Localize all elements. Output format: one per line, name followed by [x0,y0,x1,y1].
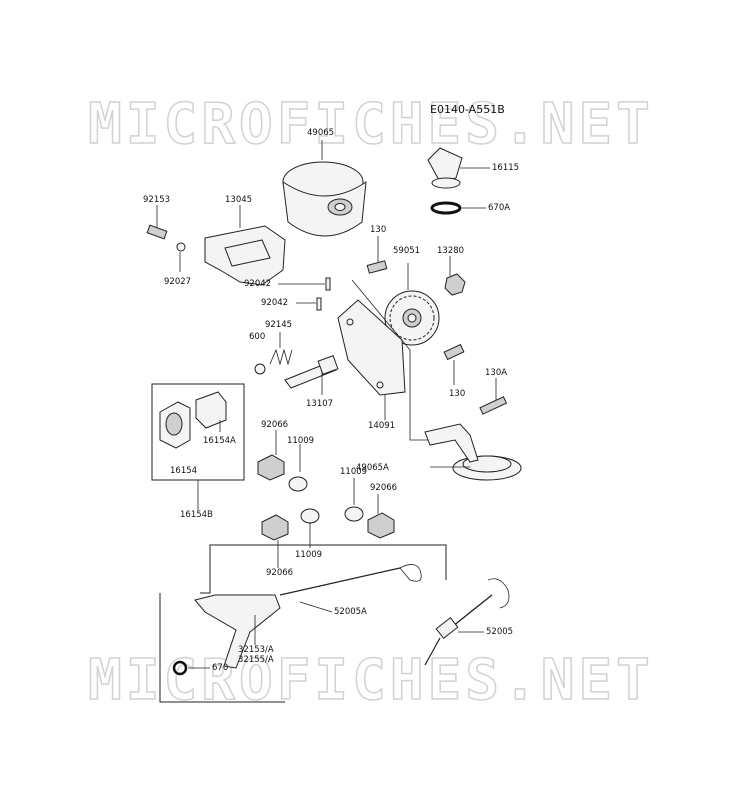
bracket-drawing [146,205,286,286]
part-label: 49065 [307,128,335,138]
part-label: 670 [212,663,229,673]
part-label: 130A [485,368,508,378]
part-label: 92066 [370,483,398,493]
diagram-reference-code: E0140-A551B [430,103,505,116]
gear-drawing [384,256,466,346]
oil-filter-drawing [282,140,367,237]
part-label: 130 [449,389,466,399]
part-label: 92145 [265,320,293,330]
part-label: 13107 [306,399,334,409]
watermark-top: MICROFICHES.NET [87,91,654,158]
part-label: 11009 [295,550,323,560]
16154-group-drawing [151,383,245,510]
pins-drawing [278,277,331,311]
part-label: 49065A [356,463,389,473]
part-label: 13280 [437,246,465,256]
part-label: 92066 [261,420,289,430]
part-label: 16154A [203,436,236,446]
part-label: 92066 [266,568,294,578]
part-label: 52005 [486,627,514,637]
part-label: 16115 [492,163,520,173]
plate-drawing [337,279,440,441]
part-label: 32153/A [238,645,274,655]
strainer-drawing [424,423,522,481]
part-label: 92027 [164,277,192,287]
part-label: 14091 [368,421,396,431]
part-label: 11009 [340,467,368,477]
plugs-drawing [257,430,395,568]
part-label: 92042 [261,298,289,308]
part-label: 600 [249,332,266,342]
part-label: 670A [488,203,511,213]
filler-cap-drawing [427,147,490,215]
part-label: 52005A [334,607,367,617]
part-label: 92042 [244,279,272,289]
dipstick-drawing [424,578,510,666]
relief-valve-drawing [254,332,339,395]
part-label: 92153 [143,195,171,205]
dipstick-group-drawing [159,544,447,703]
part-label: 32155/A [238,655,274,665]
part-label: 16154B [180,510,213,520]
part-label: 13045 [225,195,253,205]
watermark-bottom: MICROFICHES.NET [87,647,654,714]
part-label: 59051 [393,246,421,256]
part-label: 130 [370,225,387,235]
bolts-right-drawing [443,343,508,415]
bolt-130-drawing [366,236,388,274]
part-label: 11009 [287,436,315,446]
part-label: 16154 [170,466,198,476]
